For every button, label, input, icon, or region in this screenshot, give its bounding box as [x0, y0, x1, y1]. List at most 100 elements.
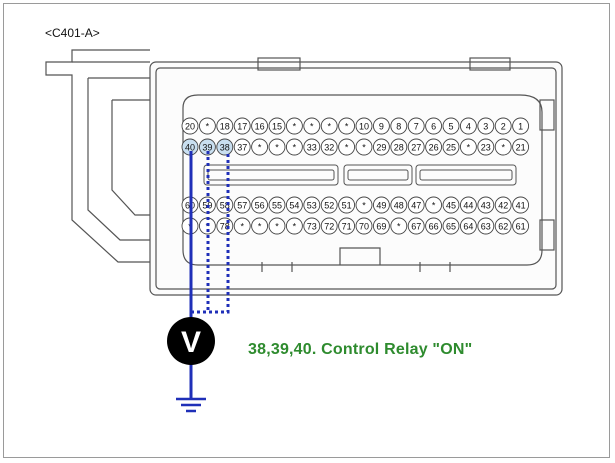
pin-row1-2 — [216, 117, 234, 135]
pin-row4-5 — [268, 217, 286, 235]
pin-label: * — [258, 142, 262, 152]
pin-label: 26 — [429, 142, 439, 152]
pin-label: 38 — [220, 142, 230, 152]
pin-label: 29 — [376, 142, 386, 152]
pin-row1-18 — [494, 117, 512, 135]
pin-row2-6 — [285, 138, 303, 156]
pin-label: 65 — [446, 221, 456, 231]
pin-row3-17 — [477, 196, 495, 214]
pin-row3-13 — [407, 196, 425, 214]
pin-label: 32 — [324, 142, 334, 152]
pin-row1-0 — [181, 117, 199, 135]
pin-row1-4 — [251, 117, 269, 135]
pin-row4-16 — [459, 217, 477, 235]
dashed-wire — [206, 151, 230, 314]
pin-row4-9 — [338, 217, 356, 235]
pin-label: 1 — [518, 121, 523, 131]
pin-label: 48 — [394, 200, 404, 210]
pin-row3-16 — [459, 196, 477, 214]
pin-row4-13 — [407, 217, 425, 235]
pin-label: 40 — [185, 142, 195, 152]
pin-label: * — [345, 142, 349, 152]
pin-row4-17 — [477, 217, 495, 235]
pin-label: * — [362, 200, 366, 210]
pin-row2-18 — [494, 138, 512, 156]
pin-row1-11 — [372, 117, 390, 135]
pin-label: 55 — [272, 200, 282, 210]
pin-label: * — [467, 142, 471, 152]
pin-label: 3 — [483, 121, 488, 131]
pin-row2-14 — [425, 138, 443, 156]
pin-row3-15 — [442, 196, 460, 214]
pin-label: 63 — [481, 221, 491, 231]
pin-label: * — [362, 142, 366, 152]
pin-label: 4 — [466, 121, 471, 131]
pin-row1-16 — [459, 117, 477, 135]
pin-row3-19 — [512, 196, 530, 214]
pin-row3-18 — [494, 196, 512, 214]
pin-row3-9 — [338, 196, 356, 214]
pin-row2-3 — [233, 138, 251, 156]
pin-row2-15 — [442, 138, 460, 156]
pin-label: 17 — [237, 121, 247, 131]
pin-row2-16 — [459, 138, 477, 156]
pin-row3-4 — [251, 196, 269, 214]
pin-label: 53 — [307, 200, 317, 210]
pin-row2-13 — [407, 138, 425, 156]
pin-row1-1 — [198, 117, 216, 135]
pin-row1-15 — [442, 117, 460, 135]
pin-label: 66 — [429, 221, 439, 231]
pin-row4-19 — [512, 217, 530, 235]
pin-label: * — [501, 142, 505, 152]
pin-label: 71 — [342, 221, 352, 231]
pin-row4-8 — [320, 217, 338, 235]
pin-label: 72 — [324, 221, 334, 231]
pin-label: 41 — [516, 200, 526, 210]
pin-label: * — [293, 221, 297, 231]
pin-row4-12 — [390, 217, 408, 235]
probe-wiring — [189, 151, 230, 318]
pin-row2-19 — [512, 138, 530, 156]
pin-label: 57 — [237, 200, 247, 210]
pin-row4-10 — [355, 217, 373, 235]
pin-row4-15 — [442, 217, 460, 235]
pin-label: 8 — [396, 121, 401, 131]
pin-label: 23 — [481, 142, 491, 152]
pin-row3-14 — [425, 196, 443, 214]
pin-label: 70 — [359, 221, 369, 231]
pin-row2-8 — [320, 138, 338, 156]
pin-row1-6 — [285, 117, 303, 135]
pin-row2-11 — [372, 138, 390, 156]
pin-row3-6 — [285, 196, 303, 214]
pin-row4-4 — [251, 217, 269, 235]
connector-label: <C401-A> — [45, 26, 100, 40]
pin-label: 62 — [498, 221, 508, 231]
pin-label: * — [206, 121, 210, 131]
pin-row2-2 — [216, 138, 234, 156]
pin-label: 37 — [237, 142, 247, 152]
test-caption: 38,39,40. Control Relay "ON" — [248, 341, 473, 358]
pin-label: 10 — [359, 121, 369, 131]
pin-row2-17 — [477, 138, 495, 156]
pin-label: 5 — [448, 121, 453, 131]
pin-label: * — [345, 121, 349, 131]
pin-label: 45 — [446, 200, 456, 210]
pin-label: 6 — [431, 121, 436, 131]
pin-label: * — [275, 221, 279, 231]
pin-row2-12 — [390, 138, 408, 156]
pin-label: * — [240, 221, 244, 231]
pin-label: * — [293, 121, 297, 131]
meter-symbol: V — [181, 326, 201, 359]
pin-row4-14 — [425, 217, 443, 235]
pin-row4-11 — [372, 217, 390, 235]
pin-label: 15 — [272, 121, 282, 131]
pin-label: 64 — [463, 221, 473, 231]
pin-label: 61 — [516, 221, 526, 231]
pin-label: 56 — [255, 200, 265, 210]
pin-row1-13 — [407, 117, 425, 135]
pin-label: * — [327, 121, 331, 131]
pin-label: 16 — [255, 121, 265, 131]
pin-row3-12 — [390, 196, 408, 214]
pin-label: * — [397, 221, 401, 231]
